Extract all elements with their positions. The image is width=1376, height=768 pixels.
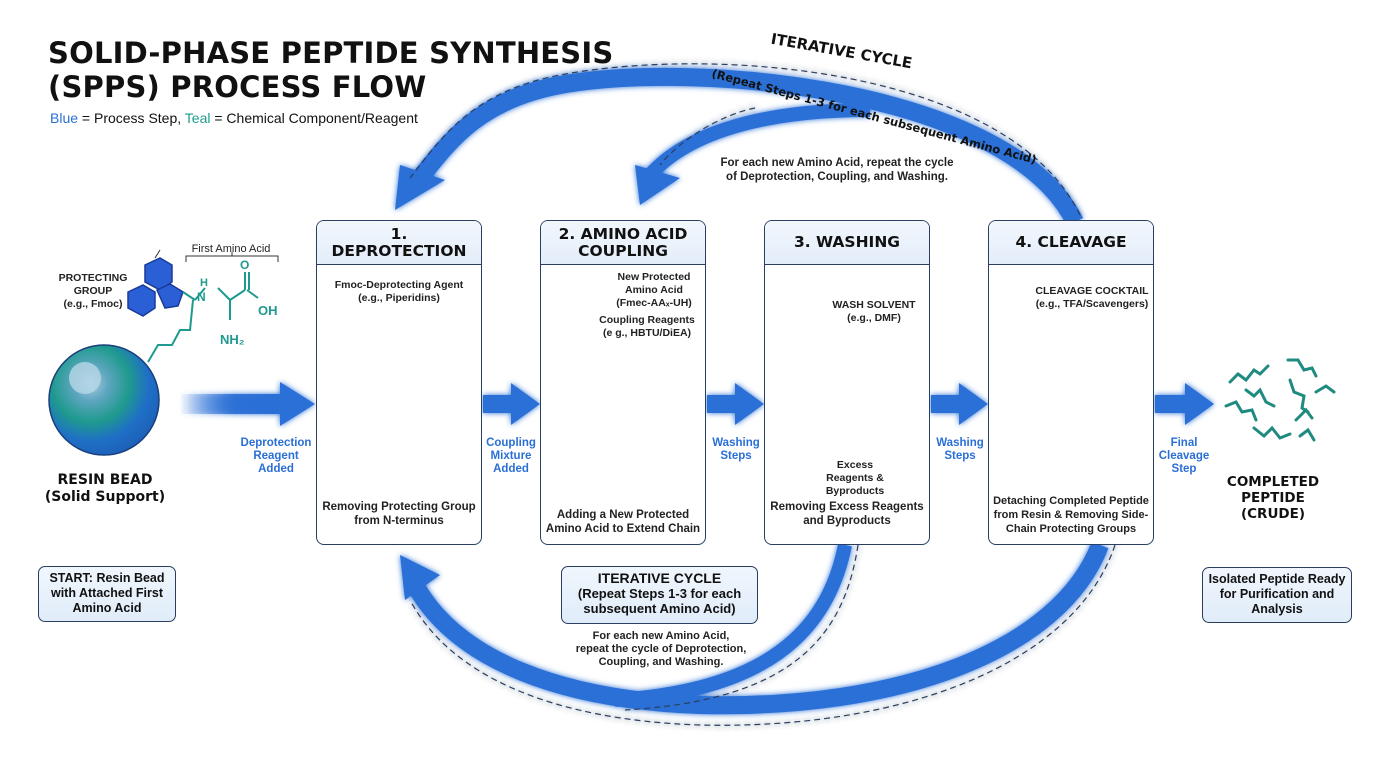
flow-arrow-1 xyxy=(180,382,315,426)
page-title: SOLID-PHASE PEPTIDE SYNTHESIS (SPPS) PRO… xyxy=(48,36,613,104)
legend-blue-meaning: = Process Step, xyxy=(78,110,185,126)
first-amino-acid-molecule xyxy=(182,272,259,320)
flow-arrow-4 xyxy=(931,383,988,425)
step-3-solvent-label: WASH SOLVENT(e.g., DMF) xyxy=(832,299,916,324)
bottom-cycle-arrow xyxy=(400,541,1116,726)
start-box: START: Resin Bead with Attached First Am… xyxy=(38,566,176,622)
first-amino-acid-label: First Amino Acid xyxy=(191,243,271,255)
step-3-title: 3. WASHING xyxy=(765,221,929,265)
flow-arrow-2 xyxy=(483,383,540,425)
top-cycle-arrowhead-2 xyxy=(635,165,680,205)
title-line-1: SOLID-PHASE PEPTIDE SYNTHESIS xyxy=(48,36,614,70)
bottom-cycle-arrowhead xyxy=(400,555,440,600)
completed-peptide-icon xyxy=(1224,358,1336,442)
fmoc-protecting-group-icon xyxy=(127,257,184,317)
step-3-description: Removing Excess Reagents and Byproducts xyxy=(770,501,924,527)
atom-oh: OH xyxy=(258,303,278,318)
step-1-description: Removing Protecting Group from N-terminu… xyxy=(322,501,476,527)
step-2-title: 2. AMINO ACID COUPLING xyxy=(541,221,705,265)
bottom-cycle-box: ITERATIVE CYCLE (Repeat Steps 1-3 for ea… xyxy=(561,566,758,624)
legend-blue-word: Blue xyxy=(50,110,79,126)
atom-nh: N xyxy=(197,290,206,304)
legend-teal-word: Teal xyxy=(184,110,211,126)
atom-h: H xyxy=(200,277,208,289)
step-4-cleavage-card: 4. CLEAVAGE CLEAVAGE COCKTAIL(e.g., TFA/… xyxy=(988,220,1154,545)
step-4-cocktail-label: CLEAVAGE COCKTAIL(e.g., TFA/Scavengers) xyxy=(1035,285,1149,310)
flow-arrow-3 xyxy=(707,383,764,425)
first-amino-acid-bracket xyxy=(185,252,279,262)
atom-nh2: NH₂ xyxy=(220,332,245,347)
top-cycle-note: For each new Amino Acid, repeat the cycl… xyxy=(720,157,954,183)
legend-teal-meaning: = Chemical Component/Reagent xyxy=(210,110,418,126)
bracket-tick xyxy=(154,249,161,259)
bottom-cycle-note: For each new Amino Acid, repeat the cycl… xyxy=(575,630,747,668)
step-1-reagent-label: Fmoc-Deprotecting Agent(e.g., Piperidins… xyxy=(334,279,464,304)
step-3-washing-card: 3. WASHING WASH SOLVENT(e.g., DMF) Exces… xyxy=(764,220,930,545)
resin-bead-label: RESIN BEAD (Solid Support) xyxy=(44,472,166,505)
step-2-description: Adding a New Protected Amino Acid to Ext… xyxy=(545,509,701,535)
title-line-2: (SPPS) PROCESS FLOW xyxy=(48,70,427,104)
protecting-group-label: PROTECTING GROUP (e.g., Fmoc) xyxy=(58,272,128,310)
flow-arrow-5 xyxy=(1155,383,1214,425)
step-4-description: Detaching Completed Peptide from Resin &… xyxy=(993,495,1149,535)
top-cycle-arrow xyxy=(395,63,1084,227)
start-linker-chain xyxy=(147,299,194,363)
color-legend: Blue = Process Step, Teal = Chemical Com… xyxy=(50,110,418,126)
step-2-coupling-reagent-label: Coupling Reagents(e g., HBTU/DiEA) xyxy=(599,314,695,339)
top-cycle-arrowhead-1 xyxy=(395,165,445,210)
step-1-title: 1. DEPROTECTION xyxy=(317,221,481,265)
step-1-deprotection-card: 1. DEPROTECTION Fmoc-Deprotecting Agent(… xyxy=(316,220,482,545)
step-4-title: 4. CLEAVAGE xyxy=(989,221,1153,265)
top-cycle-inner-arrow xyxy=(635,103,871,205)
end-box: Isolated Peptide Ready for Purification … xyxy=(1202,567,1352,623)
start-resin-bead-icon xyxy=(48,344,160,456)
atom-o: O xyxy=(240,258,250,272)
